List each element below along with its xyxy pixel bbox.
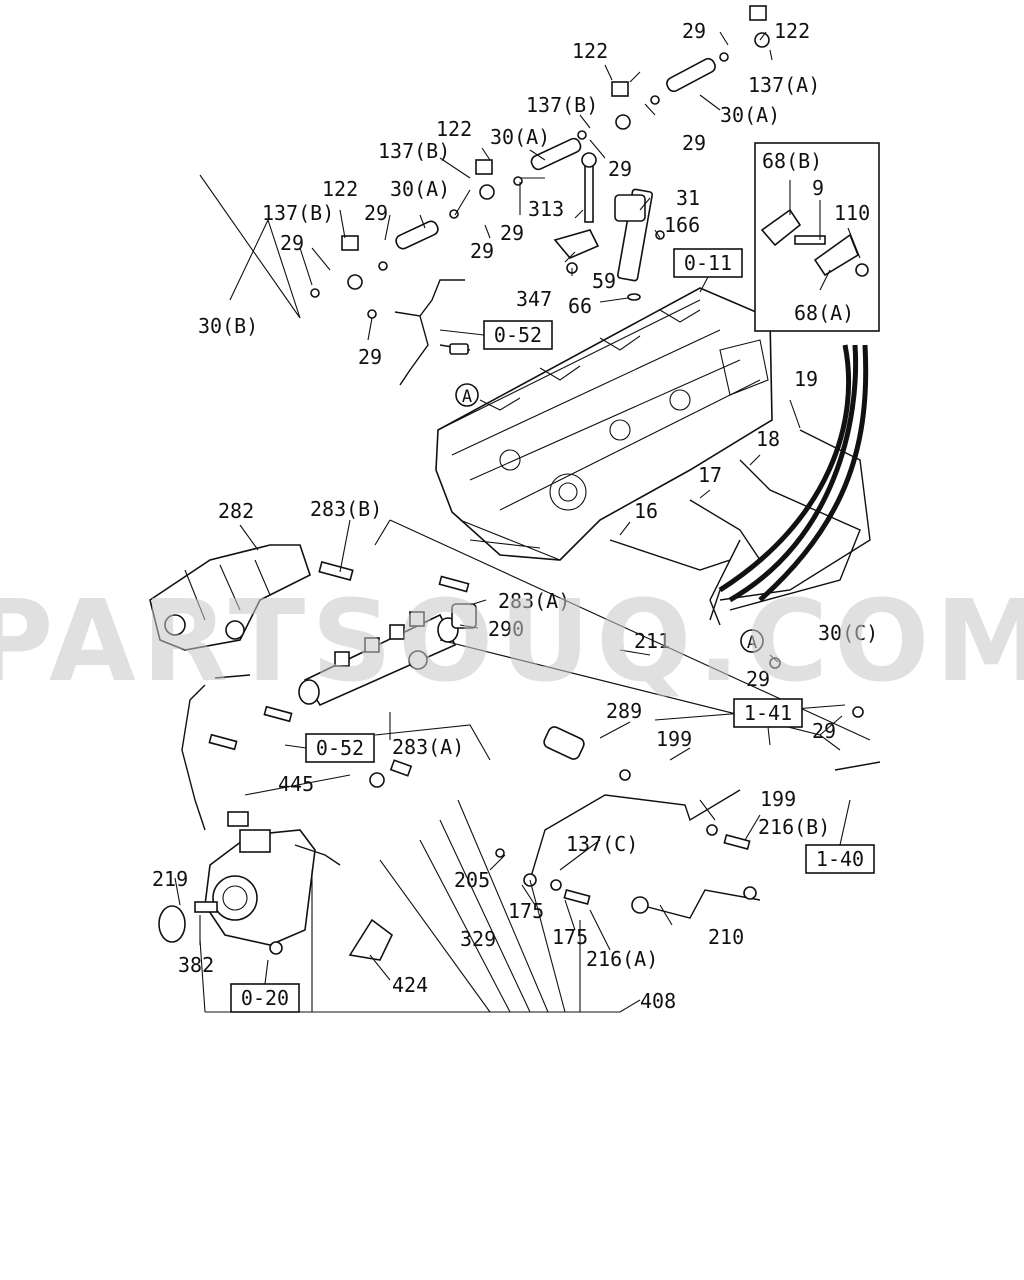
part-label: 313 xyxy=(528,197,564,221)
leader-lines xyxy=(174,31,871,1013)
part-label: 30(B) xyxy=(198,314,258,338)
part-label: 289 xyxy=(606,699,642,723)
bracket-inset xyxy=(754,142,880,332)
part-label: 29 xyxy=(470,239,494,263)
part-label: 29 xyxy=(746,667,770,691)
part-label: 137(B) xyxy=(378,139,450,163)
part-label: 199 xyxy=(656,727,692,751)
part-label: 175 xyxy=(508,899,544,923)
ref-box-0-11: 0-11 xyxy=(684,251,732,275)
part-label: 29 xyxy=(364,201,388,225)
bracket-282 xyxy=(149,544,354,651)
part-label: 30(A) xyxy=(390,177,450,201)
part-labels: 122 29 137(A) 122 137(B) 30(A) 29 122 30… xyxy=(152,19,878,1013)
part-label: 290 xyxy=(488,617,524,641)
part-label: 347 xyxy=(516,287,552,311)
part-label: 18 xyxy=(756,427,780,451)
part-label: 424 xyxy=(392,973,428,997)
part-label: 19 xyxy=(794,367,818,391)
part-label: 382 xyxy=(178,953,214,977)
part-label: 283(A) xyxy=(498,589,570,613)
part-label: 30(A) xyxy=(490,125,550,149)
part-label: 282 xyxy=(218,499,254,523)
part-label: 329 xyxy=(460,927,496,951)
common-rail xyxy=(298,575,477,707)
part-label: 66 xyxy=(568,294,592,318)
part-label: 16 xyxy=(634,499,658,523)
cylinder-head xyxy=(435,287,773,561)
part-label: 216(A) xyxy=(586,947,658,971)
circle-ref-a-hose: A xyxy=(747,633,757,653)
reference-boxes xyxy=(230,248,875,1013)
part-label: 68(A) xyxy=(794,301,854,325)
injector xyxy=(553,152,665,301)
part-label: 68(B) xyxy=(762,149,822,173)
watermark: PARTSOUQ.COM xyxy=(0,577,1024,707)
part-label: 17 xyxy=(698,463,722,487)
part-label: 29 xyxy=(500,221,524,245)
return-hose-assembly xyxy=(146,5,770,323)
part-label: 210 xyxy=(708,925,744,949)
part-label: 59 xyxy=(592,269,616,293)
part-label: 166 xyxy=(664,213,700,237)
part-label: 30(C) xyxy=(818,621,878,645)
part-label: 216(B) xyxy=(758,815,830,839)
ref-box-0-20: 0-20 xyxy=(241,986,289,1010)
circle-ref-a-head: A xyxy=(462,387,472,407)
part-label: 110 xyxy=(834,201,870,225)
part-label: 29 xyxy=(608,157,632,181)
part-label: 211 xyxy=(634,629,670,653)
part-label: 122 xyxy=(774,19,810,43)
ref-box-1-40: 1-40 xyxy=(816,847,864,871)
part-label: 9 xyxy=(812,176,824,200)
part-label: 408 xyxy=(640,989,676,1013)
supply-pump xyxy=(158,759,591,961)
part-label: 122 xyxy=(572,39,608,63)
part-label: 29 xyxy=(358,345,382,369)
part-label: 122 xyxy=(322,177,358,201)
ref-box-0-52-top: 0-52 xyxy=(494,323,542,347)
part-label: 31 xyxy=(676,186,700,210)
part-label: 29 xyxy=(280,231,304,255)
part-label: 30(A) xyxy=(720,103,780,127)
part-label: 29 xyxy=(682,131,706,155)
part-label: 137(C) xyxy=(566,832,638,856)
part-label: 199 xyxy=(760,787,796,811)
part-label: 29 xyxy=(812,719,836,743)
part-label: 122 xyxy=(436,117,472,141)
part-label: 219 xyxy=(152,867,188,891)
ref-box-0-52-mid: 0-52 xyxy=(316,736,364,760)
part-label: 283(B) xyxy=(310,497,382,521)
part-label: 283(A) xyxy=(392,735,464,759)
part-label: 137(A) xyxy=(748,73,820,97)
part-label: 445 xyxy=(278,772,314,796)
part-label: 175 xyxy=(552,925,588,949)
part-label: 205 xyxy=(454,868,490,892)
part-label: 29 xyxy=(682,19,706,43)
injection-pipes xyxy=(609,344,871,626)
part-label: 137(B) xyxy=(526,93,598,117)
ref-box-1-41: 1-41 xyxy=(744,701,792,725)
part-label: 137(B) xyxy=(262,201,334,225)
